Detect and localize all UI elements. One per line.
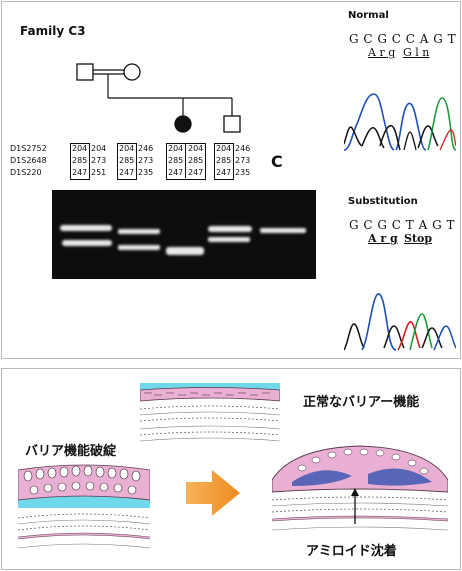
amyloid-deposition-label: アミロイド沈着 [304,540,399,559]
normal-chromatogram [344,93,456,151]
control-lane-label: C [271,152,283,171]
substitution-label: Substitution [348,196,418,207]
pedigree-chart [76,63,241,133]
gel-electrophoresis-image [52,190,316,279]
right-arrow-icon [186,470,240,516]
marker-label: D1S220 [10,168,42,177]
normal-codon-gln: G l n [403,46,430,59]
substitution-chromatogram [344,293,456,351]
normal-tissue-top-illustration [140,383,280,442]
broken-barrier-tissue-illustration [18,464,150,549]
substitution-sequence: G C G C T A G T [349,218,455,232]
normal-label: Normal [348,10,389,21]
family-title: Family C3 [20,24,86,38]
marker-label: D1S2648 [10,156,47,165]
amyloid-deposition-tissue-illustration [272,445,448,531]
marker-label: D1S2752 [10,144,47,153]
normal-sequence: G C G C C A G T [349,32,457,46]
genetic-analysis-panel [1,1,461,359]
substitution-codon-stop: Stop [404,232,433,245]
barrier-broken-label: バリア機能破綻 [25,444,117,459]
normal-codon-arg: A r g [368,46,396,59]
normal-barrier-label: 正常なバリアー機能 [303,395,420,410]
substitution-codon-arg: A r g [368,232,398,245]
